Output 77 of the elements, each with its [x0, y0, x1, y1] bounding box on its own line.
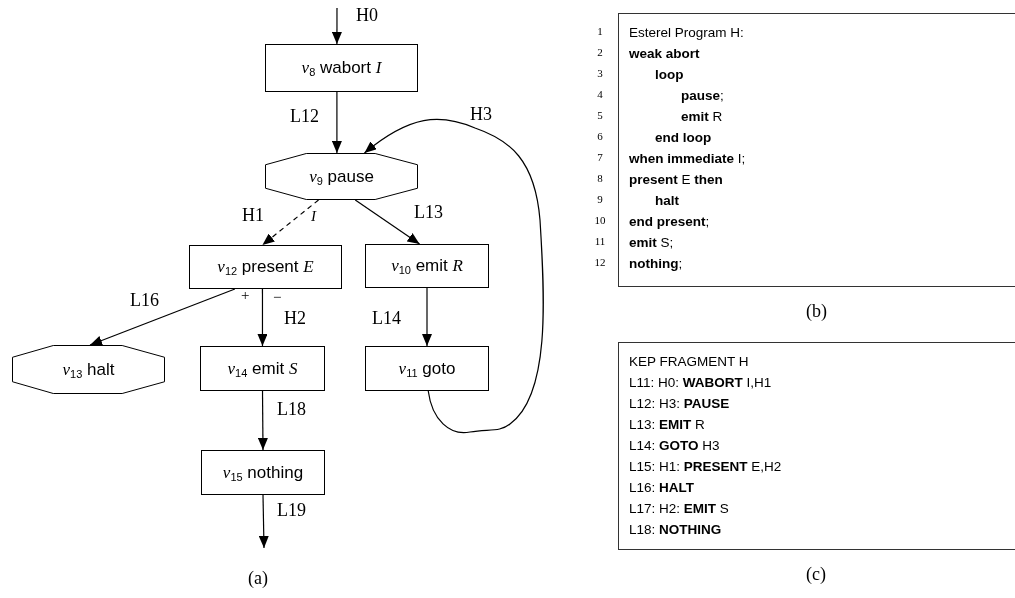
line-number: 11 — [593, 234, 607, 249]
arrow — [331, 91, 342, 154]
edge-label: H0 — [356, 4, 378, 26]
code-line: halt — [655, 192, 679, 210]
code-panel — [618, 13, 1015, 287]
edge-label: L19 — [277, 499, 306, 521]
line-number: 2 — [596, 45, 604, 60]
line-number: 5 — [596, 108, 604, 123]
process-box — [265, 44, 418, 92]
figure-caption: (b) — [806, 301, 827, 321]
figure-caption: (c) — [806, 564, 826, 584]
code-panel — [618, 342, 1015, 550]
figure-caption: (a) — [248, 568, 268, 588]
arrow — [89, 288, 236, 346]
edge-label: H3 — [470, 103, 492, 125]
code-line: end present; — [629, 213, 710, 231]
arrow — [257, 390, 268, 451]
code-line: when immediate I; — [629, 150, 746, 168]
code-line: loop — [655, 66, 684, 84]
node-label: v$_{15}$ nothing — [222, 461, 304, 485]
code-line: end loop — [655, 129, 712, 147]
arrow — [354, 199, 421, 245]
edge-label: L16 — [130, 289, 159, 311]
code-line: L14: GOTO H3 — [629, 437, 720, 455]
process-box — [189, 245, 342, 289]
octagon-node — [265, 153, 418, 200]
process-box — [365, 346, 489, 391]
code-line: weak abort — [629, 45, 700, 63]
code-line: Esterel Program H: — [629, 24, 744, 42]
line-number: 10 — [593, 213, 607, 228]
arrow — [257, 288, 268, 347]
process-box — [365, 244, 489, 288]
code-line: pause; — [681, 87, 724, 105]
code-line: present E then — [629, 171, 723, 189]
code-line: emit R — [681, 108, 723, 126]
code-line: emit S; — [629, 234, 674, 252]
edge-label: L12 — [290, 105, 319, 127]
node-label: v$_{14}$ emit S — [227, 357, 298, 381]
code-line: L18: NOTHING — [629, 521, 722, 539]
code-line: L17: H2: EMIT S — [629, 500, 729, 518]
annotation-label: I — [311, 207, 316, 226]
arrow — [331, 7, 342, 45]
arrow — [422, 287, 432, 347]
code-line: L12: H3: PAUSE — [629, 395, 730, 413]
code-line: L15: H1: PRESENT E,H2 — [629, 458, 782, 476]
line-number: 6 — [596, 129, 604, 144]
process-box — [200, 346, 325, 391]
line-number: 12 — [593, 255, 607, 270]
annotation-label: + — [241, 286, 250, 305]
line-number: 1 — [596, 24, 604, 39]
code-line: nothing; — [629, 255, 683, 273]
node-label: v$_{13}$ halt — [62, 358, 115, 382]
process-box — [201, 450, 325, 495]
line-number: 3 — [596, 66, 604, 81]
code-line: KEP FRAGMENT H — [629, 353, 749, 371]
code-line: L16: HALT — [629, 479, 695, 497]
arrow — [258, 494, 269, 549]
edge-label: L14 — [372, 307, 401, 329]
arrow — [261, 199, 320, 246]
line-number: 8 — [596, 171, 604, 186]
arrow — [363, 118, 544, 434]
code-line: L13: EMIT R — [629, 416, 705, 434]
node-label: v$_{12}$ present E — [217, 256, 314, 279]
octagon-node — [12, 345, 165, 394]
node-label: v$_{9}$ pause — [309, 165, 374, 189]
annotation-label: − — [273, 288, 282, 307]
edge-label: H1 — [242, 204, 264, 226]
line-number: 7 — [596, 150, 604, 165]
edge-label: L13 — [414, 201, 443, 223]
node-label: v$_{11}$ goto — [398, 357, 456, 381]
line-number: 9 — [596, 192, 604, 207]
code-line: L11: H0: WABORT I,H1 — [629, 374, 772, 392]
node-label: v$_{10}$ emit R — [391, 255, 463, 278]
edge-label: L18 — [277, 398, 306, 420]
line-number: 4 — [596, 87, 604, 102]
node-label: v$_{8}$ wabort I — [301, 57, 382, 80]
edge-label: H2 — [284, 307, 306, 329]
